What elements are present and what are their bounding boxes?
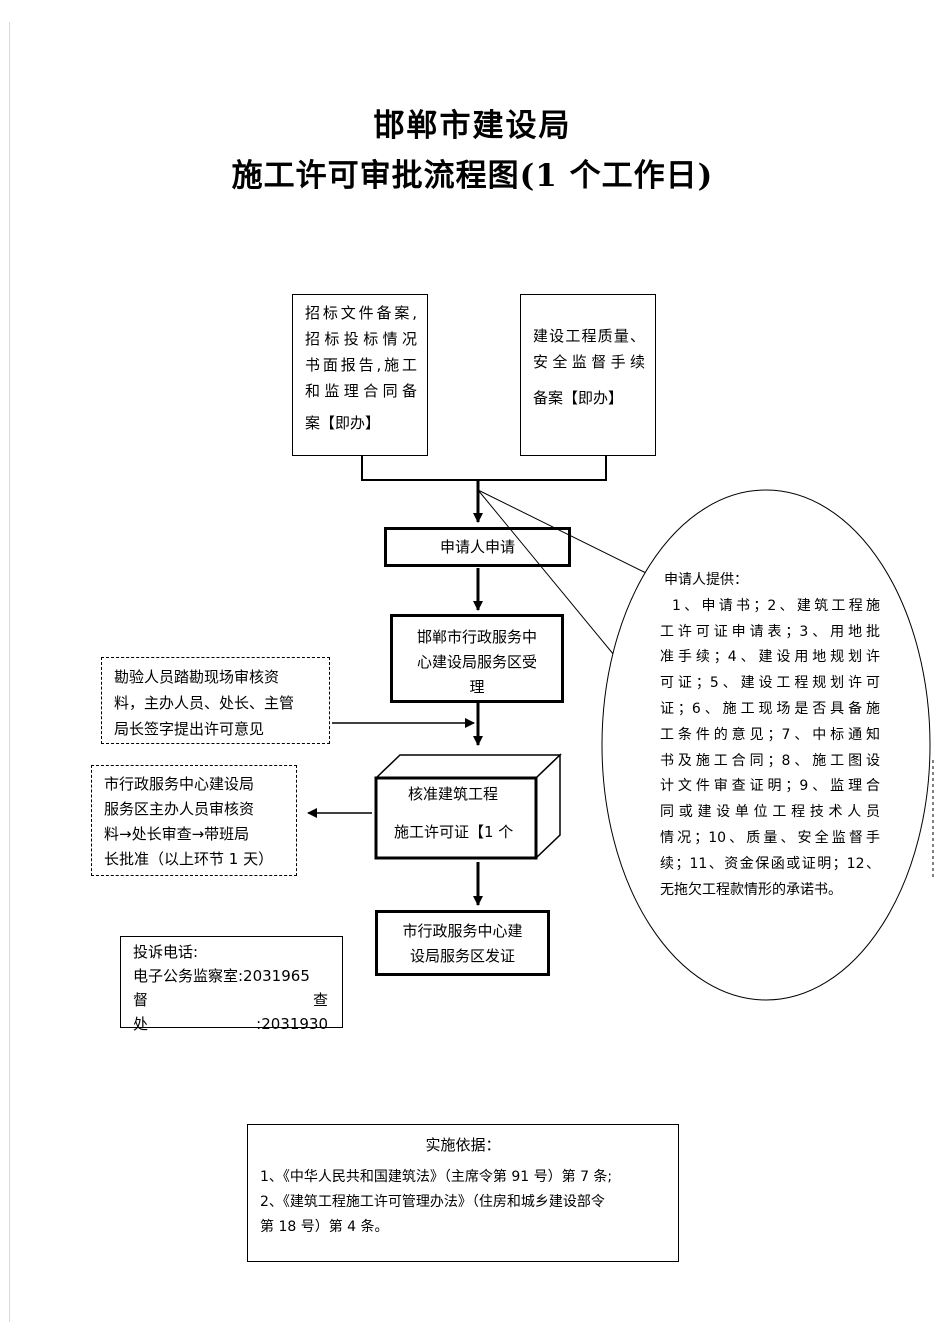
complaint-heading: 投诉电话: (133, 943, 199, 961)
callout-line-lower (477, 489, 615, 656)
bubble-line-9: 同或建设单位工程技术人员 (660, 804, 880, 821)
bubble-line-3: 准手续；4、建设用地规划许 (660, 649, 880, 666)
bubble-line-8: 计文件审查证明；9、监理合 (660, 778, 880, 795)
review-line-4: 长批准（以上环节 1 天） (104, 850, 274, 868)
survey-line-1: 勘验人员踏勘现场审核资 (114, 668, 280, 686)
title-line2: 施工许可审批流程图(1 个工作日) (231, 158, 714, 194)
accept-box: 邯郸市行政服务中 心建设局服务区受 理 (390, 614, 564, 703)
bubble-line-2: 工许可证申请表；3、用地批 (660, 623, 880, 640)
complaint-box: 投诉电话: 电子公务监察室:2031965 督 查 处 :2031930 (120, 936, 343, 1033)
quality-filing-box: 建设工程质量、 安全监督手续 备案【即办】 (520, 294, 656, 456)
apply-label: 申请人申请 (439, 538, 515, 556)
approve-text: 核准建筑工程 施工许可证【1 个 (380, 782, 536, 856)
tender-line-1: 招标文件备案, (305, 304, 417, 322)
issue-line-1: 市行政服务中心建 (402, 922, 523, 940)
quality-line-1: 建设工程质量、 (533, 327, 645, 345)
review-line-1: 市行政服务中心建设局 (104, 775, 255, 793)
complaint-line-3-right: :2031930 (256, 1015, 328, 1033)
review-line-2: 服务区主办人员审核资 (104, 800, 255, 818)
materials-bubble-text: 申请人提供： 1、申请书；2、建筑工程施 工许可证申请表；3、用地批 准手续；4… (660, 568, 880, 903)
survey-line-2: 料，主办人员、处长、主管 (114, 694, 295, 712)
quality-line-3: 备案【即办】 (533, 389, 624, 407)
complaint-line-2-right: 查 (312, 991, 328, 1009)
accept-line-3: 理 (469, 678, 485, 696)
complaint-line-3-left: 处 (133, 1015, 149, 1033)
tender-line-2: 招标投标情况 (305, 330, 417, 348)
bubble-line-1: 1、申请书；2、建筑工程施 (672, 597, 880, 614)
apply-box: 申请人申请 (384, 527, 571, 567)
title-line1: 邯郸市建设局 (373, 108, 572, 144)
accept-line-1: 邯郸市行政服务中 (416, 628, 537, 646)
quality-line-2: 安全监督手续 (533, 353, 645, 371)
survey-line-3: 局长签字提出许可意见 (114, 720, 265, 738)
bubble-line-4: 可证；5、建设工程规划许可 (660, 675, 880, 692)
complaint-line-2: 督 查 (133, 988, 328, 1012)
materials-bubble-outline (601, 489, 931, 1001)
tender-line-4: 和监理合同备 (305, 382, 417, 400)
approve-box-top (374, 754, 562, 779)
tender-filing-box: 招标文件备案, 招标投标情况 书面报告,施工 和监理合同备 案【即办】 (292, 294, 428, 456)
basis-line-3: 第 18 号）第 4 条。 (260, 1219, 389, 1235)
tender-line-5: 案【即办】 (305, 414, 381, 432)
basis-box: 实施依据： 1、《中华人民共和国建筑法》（主席令第 91 号）第 7 条; 2、… (247, 1124, 679, 1262)
page-edge (9, 22, 10, 1322)
callout-line-upper (477, 489, 649, 575)
accept-line-2: 心建设局服务区受 (416, 653, 537, 671)
basis-heading: 实施依据： (425, 1136, 501, 1154)
bubble-line-10: 情况；10、质量、安全监督手 (660, 829, 880, 846)
issue-line-2: 设局服务区发证 (409, 947, 515, 965)
review-box: 市行政服务中心建设局 服务区主办人员审核资 料→处长审查→带班局 长批准（以上环… (91, 765, 297, 876)
bubble-heading: 申请人提供： (664, 572, 748, 588)
bubble-line-7: 书及施工合同；8、施工图设 (660, 752, 880, 769)
merge-bracket (361, 456, 607, 481)
basis-line-2: 2、《建筑工程施工许可管理办法》（住房和城乡建设部令 (260, 1194, 605, 1210)
approve-box-front (374, 776, 538, 860)
bubble-line-5: 证；6、施工现场是否具备施 (660, 700, 880, 717)
complaint-line-1: 电子公务监察室:2031965 (133, 967, 310, 985)
complaint-line-3: 处 :2031930 (133, 1012, 328, 1036)
approve-line-2: 施工许可证【1 个 (394, 823, 514, 841)
bubble-line-6: 工条件的意见；7、中标通知 (660, 726, 880, 743)
issue-box: 市行政服务中心建 设局服务区发证 (375, 910, 550, 976)
survey-box: 勘验人员踏勘现场审核资 料，主办人员、处长、主管 局长签字提出许可意见 (101, 657, 330, 744)
complaint-line-2-left: 督 (133, 991, 149, 1009)
review-line-3: 料→处长审查→带班局 (104, 825, 250, 843)
tender-line-3: 书面报告,施工 (305, 356, 417, 374)
bubble-line-11: 续；11、资金保函或证明；12、 (660, 855, 880, 872)
basis-line-1: 1、《中华人民共和国建筑法》（主席令第 91 号）第 7 条; (260, 1169, 613, 1185)
approve-line-1: 核准建筑工程 (408, 785, 499, 803)
bubble-line-12: 无拖欠工程款情形的承诺书。 (660, 881, 842, 898)
